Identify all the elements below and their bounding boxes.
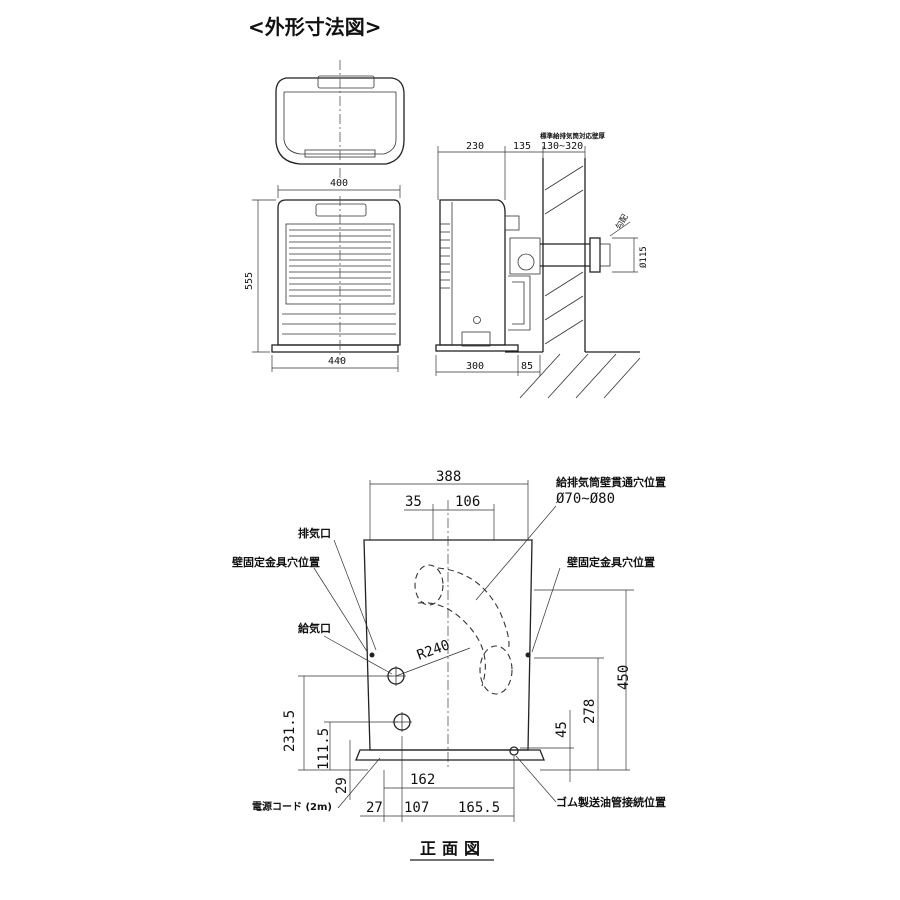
hole-diameter: Ø70~Ø80 [556,491,615,507]
hole-label: 給排気筒壁貫通穴位置 [556,475,666,489]
dim-230: 230 [466,141,484,152]
dim-45: 45 [554,721,570,738]
dim-278: 278 [582,699,598,724]
oil-connection-label: ゴム製送油管接続位置 [556,795,666,809]
side-view: 230 135 130~320 標準給排気筒対応壁厚 勾配 [435,131,649,399]
front-view-title: 正面図 [420,839,486,858]
radius-label: R240 [415,637,452,664]
dim-27: 27 [366,800,383,816]
dim-85: 85 [521,361,533,372]
dim-555: 555 [244,272,255,290]
pipe-diameter: Ø115 [638,246,649,268]
dim-231: 231.5 [282,710,298,752]
front-view-small: 400 555 440 [244,178,401,372]
dim-440: 440 [328,356,346,367]
dim-400: 400 [330,178,348,189]
wall-fix-left-label: 壁固定金具穴位置 [232,555,320,569]
cord-label: 電源コード (2m) [252,800,332,813]
dim-300: 300 [466,361,484,372]
dim-162: 162 [410,772,435,788]
exhaust-label: 排気口 [298,526,331,540]
intake-label: 給気口 [298,621,331,635]
wall-fix-right-label: 壁固定金具穴位置 [567,555,655,569]
wall-thickness-note: 標準給排気筒対応壁厚 [540,131,606,140]
dim-wall-range: 130~320 [541,141,583,152]
dim-388: 388 [436,469,461,485]
top-view [275,60,405,180]
dim-106: 106 [455,494,480,510]
dim-111: 111.5 [316,728,332,770]
dim-165: 165.5 [458,800,500,816]
drawing-title: <外形寸法図> [248,15,382,39]
dim-29: 29 [334,777,350,794]
pipe-angle-label: 勾配 [613,212,630,231]
front-diagram: 388 35 106 R240 給排気筒壁貫通穴位置 Ø70~Ø80 排気口 [232,469,666,861]
dim-107: 107 [404,800,429,816]
dim-450: 450 [616,665,632,690]
dim-135: 135 [513,141,531,152]
dim-35: 35 [405,494,422,510]
